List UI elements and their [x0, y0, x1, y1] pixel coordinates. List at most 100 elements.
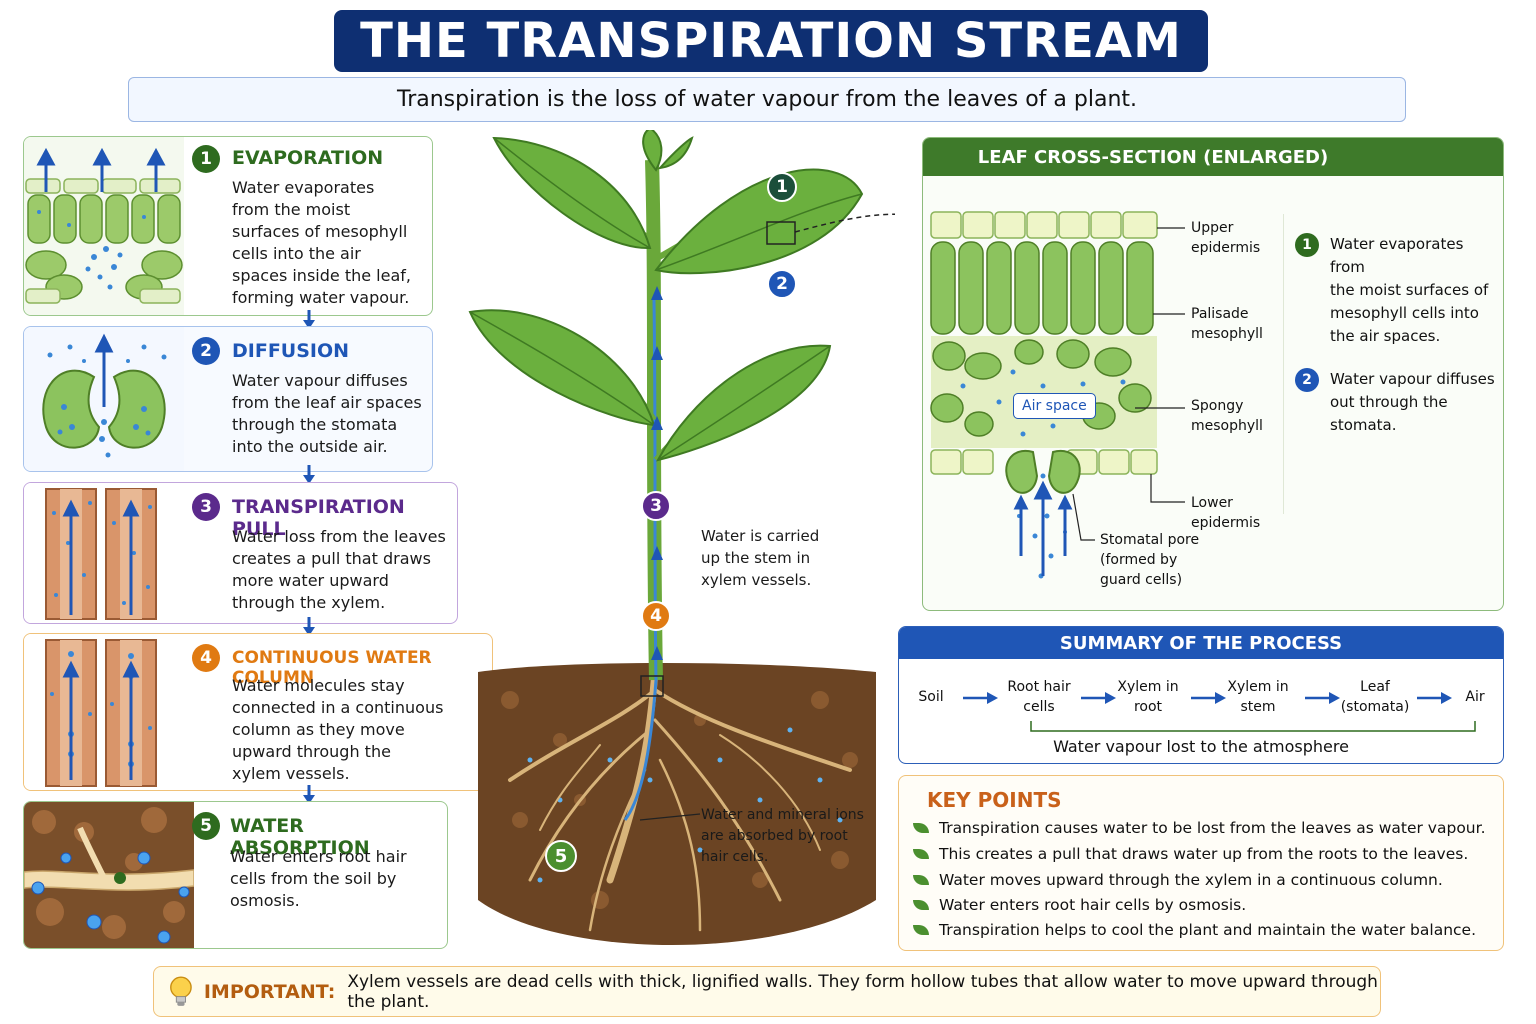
- step-description: Water molecules stay connected in a cont…: [232, 675, 443, 785]
- text-line: osmosis.: [230, 891, 300, 910]
- text-line: the moist surfaces of: [1330, 281, 1489, 299]
- text-line: (stomata): [1340, 699, 1410, 715]
- text-line: Xylem in: [1117, 679, 1179, 695]
- text-line: Water loss from the leaves: [232, 527, 446, 546]
- leaf-bullet-icon: [913, 900, 929, 910]
- plant-marker-3: 3: [641, 491, 671, 521]
- leaf-bullet-icon: [913, 823, 929, 833]
- text-line: cells from the soil by: [230, 869, 397, 888]
- stem-label: Water is carried up the stem in xylem ve…: [701, 525, 819, 591]
- flow-step-leaf: Leaf (stomata): [1335, 677, 1415, 717]
- summary-header: SUMMARY OF THE PROCESS: [899, 627, 1503, 659]
- text-line: the air spaces.: [1330, 327, 1441, 345]
- text-line: column as they move: [232, 720, 405, 739]
- text-line: Xylem in: [1227, 679, 1289, 695]
- key-point-item: Water moves upward through the xylem in …: [913, 871, 1443, 889]
- flow-step-xylem-root: Xylem in root: [1111, 677, 1185, 717]
- text-line: mesophyll cells into: [1330, 304, 1479, 322]
- step-number: 5: [192, 812, 220, 840]
- down-arrow-icon: [303, 310, 315, 329]
- text-line: epidermis: [1191, 515, 1261, 531]
- right-arrow-icon: [1305, 692, 1340, 704]
- step-title: EVAPORATION: [232, 147, 384, 169]
- lightbulb-icon: [170, 976, 192, 1006]
- text-line: Upper: [1191, 220, 1234, 236]
- text-line: Water evaporates: [232, 178, 375, 197]
- plant-illustration: [468, 130, 895, 945]
- text-line: Spongy: [1191, 398, 1244, 414]
- text-line: mesophyll: [1191, 326, 1263, 342]
- plant-marker-2: 2: [767, 269, 797, 299]
- text-line: guard cells): [1100, 572, 1183, 588]
- important-banner: IMPORTANT: Xylem vessels are dead cells …: [153, 966, 1381, 1017]
- key-point-text: Transpiration causes water to be lost fr…: [939, 819, 1486, 837]
- key-point-text: This creates a pull that draws water up …: [939, 845, 1469, 863]
- text-line: Lower: [1191, 495, 1233, 511]
- text-line: into the outside air.: [232, 437, 388, 456]
- step-description: Water enters root hair cells from the so…: [230, 846, 407, 912]
- label-palisade-mesophyll: Palisade mesophyll: [1191, 304, 1263, 344]
- step-number: 2: [192, 337, 220, 365]
- label-spongy-mesophyll: Spongy mesophyll: [1191, 396, 1263, 436]
- key-points-panel: KEY POINTS Transpiration causes water to…: [898, 775, 1504, 951]
- flow-note: Water vapour lost to the atmosphere: [1053, 737, 1349, 756]
- summary-panel: SUMMARY OF THE PROCESS Soil Root hair ce…: [898, 626, 1504, 764]
- down-arrow-icon: [303, 617, 315, 636]
- flow-bracket: [1030, 721, 1476, 732]
- leaf-section-header: LEAF CROSS-SECTION (ENLARGED): [923, 138, 1503, 176]
- leaf-bullet-icon: [913, 849, 929, 859]
- text-line: creates a pull that draws: [232, 549, 431, 568]
- label-stomatal-pore: Stomatal pore (formed by guard cells): [1100, 530, 1199, 590]
- text-line: forming water vapour.: [232, 288, 410, 307]
- label-lower-epidermis: Lower epidermis: [1191, 493, 1260, 533]
- text-line: Air: [1465, 689, 1485, 705]
- text-line: upward through the: [232, 742, 391, 761]
- text-line: epidermis: [1191, 240, 1261, 256]
- key-point-text: Transpiration helps to cool the plant an…: [939, 921, 1476, 939]
- text-line: from the leaf air spaces: [232, 393, 422, 412]
- leaf-bullet-icon: [913, 925, 929, 935]
- note-number: 1: [1295, 233, 1319, 257]
- leaf-section-illustration: [930, 211, 1185, 579]
- title-bar: THE TRANSPIRATION STREAM: [334, 10, 1208, 72]
- plant-marker-4: 4: [641, 601, 671, 631]
- key-point-item: Water enters root hair cells by osmosis.: [913, 896, 1246, 914]
- step-number: 1: [192, 145, 220, 173]
- step-description: Water evaporates from the moist surfaces…: [232, 177, 411, 309]
- text-line: Soil: [918, 689, 944, 705]
- key-point-item: Transpiration causes water to be lost fr…: [913, 819, 1486, 837]
- key-points-title: KEY POINTS: [927, 788, 1062, 812]
- xylem-pull-illustration: [24, 483, 184, 623]
- page-title: THE TRANSPIRATION STREAM: [360, 13, 1182, 69]
- plant-marker-1: 1: [767, 172, 797, 202]
- text-line: Water vapour diffuses: [232, 371, 408, 390]
- subtitle: Transpiration is the loss of water vapou…: [128, 77, 1406, 122]
- step-continuous-water-column: 4 CONTINUOUS WATER COLUMN Water molecule…: [23, 633, 493, 791]
- text-line: Root hair: [1007, 679, 1071, 695]
- water-column-illustration: [24, 634, 184, 790]
- text-line: Water enters root hair: [230, 847, 407, 866]
- step-diffusion: 2 DIFFUSION Water vapour diffuses from t…: [23, 326, 433, 472]
- important-text: Xylem vessels are dead cells with thick,…: [347, 971, 1378, 1012]
- leaf-note-2: 2 Water vapour diffuses out through the …: [1295, 368, 1495, 437]
- text-line: xylem vessels.: [701, 571, 812, 589]
- right-arrow-icon: [1417, 692, 1452, 704]
- flow-step-soil: Soil: [909, 687, 953, 707]
- text-line: cells: [1023, 699, 1055, 715]
- text-line: through the stomata: [232, 415, 398, 434]
- root-label: Water and mineral ions are absorbed by r…: [701, 805, 864, 868]
- flow-step-xylem-stem: Xylem in stem: [1221, 677, 1295, 717]
- evaporation-illustration: [24, 137, 184, 315]
- text-line: from the moist: [232, 200, 351, 219]
- step-description: Water vapour diffuses from the leaf air …: [232, 370, 422, 458]
- text-line: through the xylem.: [232, 593, 386, 612]
- text-line: Water and mineral ions: [701, 807, 864, 823]
- down-arrow-icon: [303, 465, 315, 484]
- text-line: hair cells.: [701, 849, 769, 865]
- step-title: CONTINUOUS WATER COLUMN: [232, 648, 432, 688]
- text-line: Leaf: [1360, 679, 1390, 695]
- text-line: Water evaporates from: [1330, 235, 1464, 276]
- step-number: 4: [192, 644, 220, 672]
- text-line: connected in a continuous: [232, 698, 444, 717]
- important-label: IMPORTANT:: [203, 980, 336, 1003]
